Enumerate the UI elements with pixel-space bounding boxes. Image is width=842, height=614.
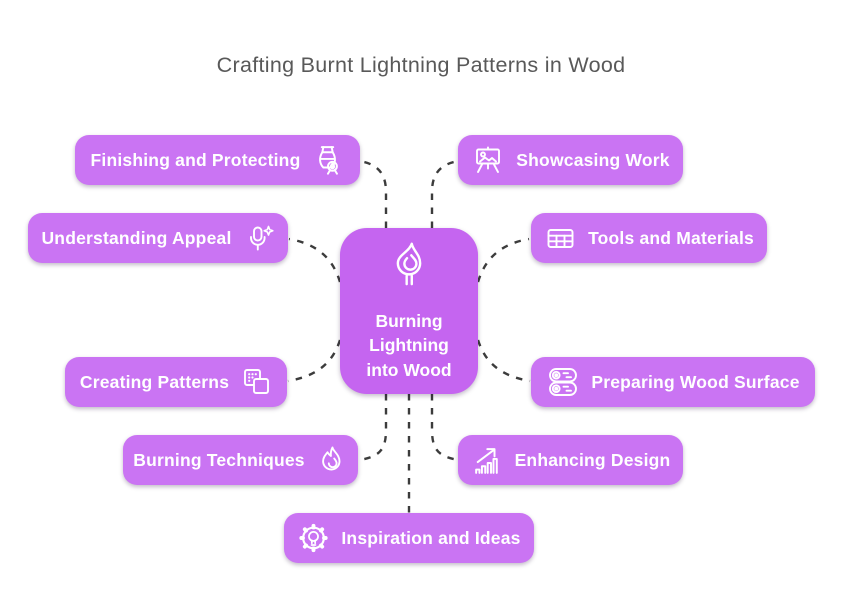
center-label-line1: Burning: [375, 310, 443, 331]
node-label: Enhancing Design: [514, 449, 671, 470]
node-burning-techniques: Burning Techniques: [123, 435, 358, 485]
node-creating-patterns: Creating Patterns: [65, 357, 287, 407]
node-showcasing-work: Showcasing Work: [458, 135, 683, 185]
microphone-sparkle-icon: [243, 223, 275, 253]
node-label: Preparing Wood Surface: [591, 371, 800, 392]
center-label-line3: into Wood: [366, 359, 452, 380]
burning-match-flame-icon: [386, 240, 432, 299]
node-preparing-wood-surface: Preparing Wood Surface: [531, 357, 815, 407]
center-label-line2: Lightning: [369, 335, 449, 355]
node-label: Inspiration and Ideas: [341, 527, 521, 548]
connector-tools: [476, 237, 530, 283]
node-label: Tools and Materials: [588, 227, 754, 248]
pattern-swatch-icon: [240, 366, 272, 398]
node-finishing-and-protecting: Finishing and Protecting: [75, 135, 360, 185]
page-title: Crafting Burnt Lightning Patterns in Woo…: [216, 53, 626, 77]
varnish-vase-seal-icon: [311, 144, 344, 177]
easel-picture-icon: [471, 144, 505, 176]
flame-icon: [316, 445, 348, 475]
node-label: Creating Patterns: [79, 371, 230, 392]
connector-showcasing: [430, 159, 460, 228]
node-label: Showcasing Work: [516, 149, 670, 170]
node-enhancing-design: Enhancing Design: [458, 435, 683, 485]
gear-lightbulb-icon: [297, 523, 330, 554]
wood-logs-icon: [546, 366, 580, 398]
node-understanding-appeal: Understanding Appeal: [28, 213, 288, 263]
center-node-burning-lightning-into-wood: Burning Lightning into Wood: [340, 228, 478, 394]
connector-finishing: [358, 159, 388, 228]
table-grid-icon: [544, 223, 577, 254]
connector-understanding: [288, 237, 342, 283]
node-inspiration-and-ideas: Inspiration and Ideas: [284, 513, 534, 563]
growth-chart-icon: [471, 445, 504, 476]
node-tools-and-materials: Tools and Materials: [531, 213, 767, 263]
node-label: Burning Techniques: [133, 449, 305, 470]
connector-burning: [358, 394, 388, 462]
node-label: Finishing and Protecting: [90, 149, 301, 170]
connector-preparing: [476, 339, 531, 383]
connector-enhancing: [430, 394, 460, 462]
connector-creating: [287, 339, 342, 383]
node-label: Understanding Appeal: [41, 227, 232, 248]
